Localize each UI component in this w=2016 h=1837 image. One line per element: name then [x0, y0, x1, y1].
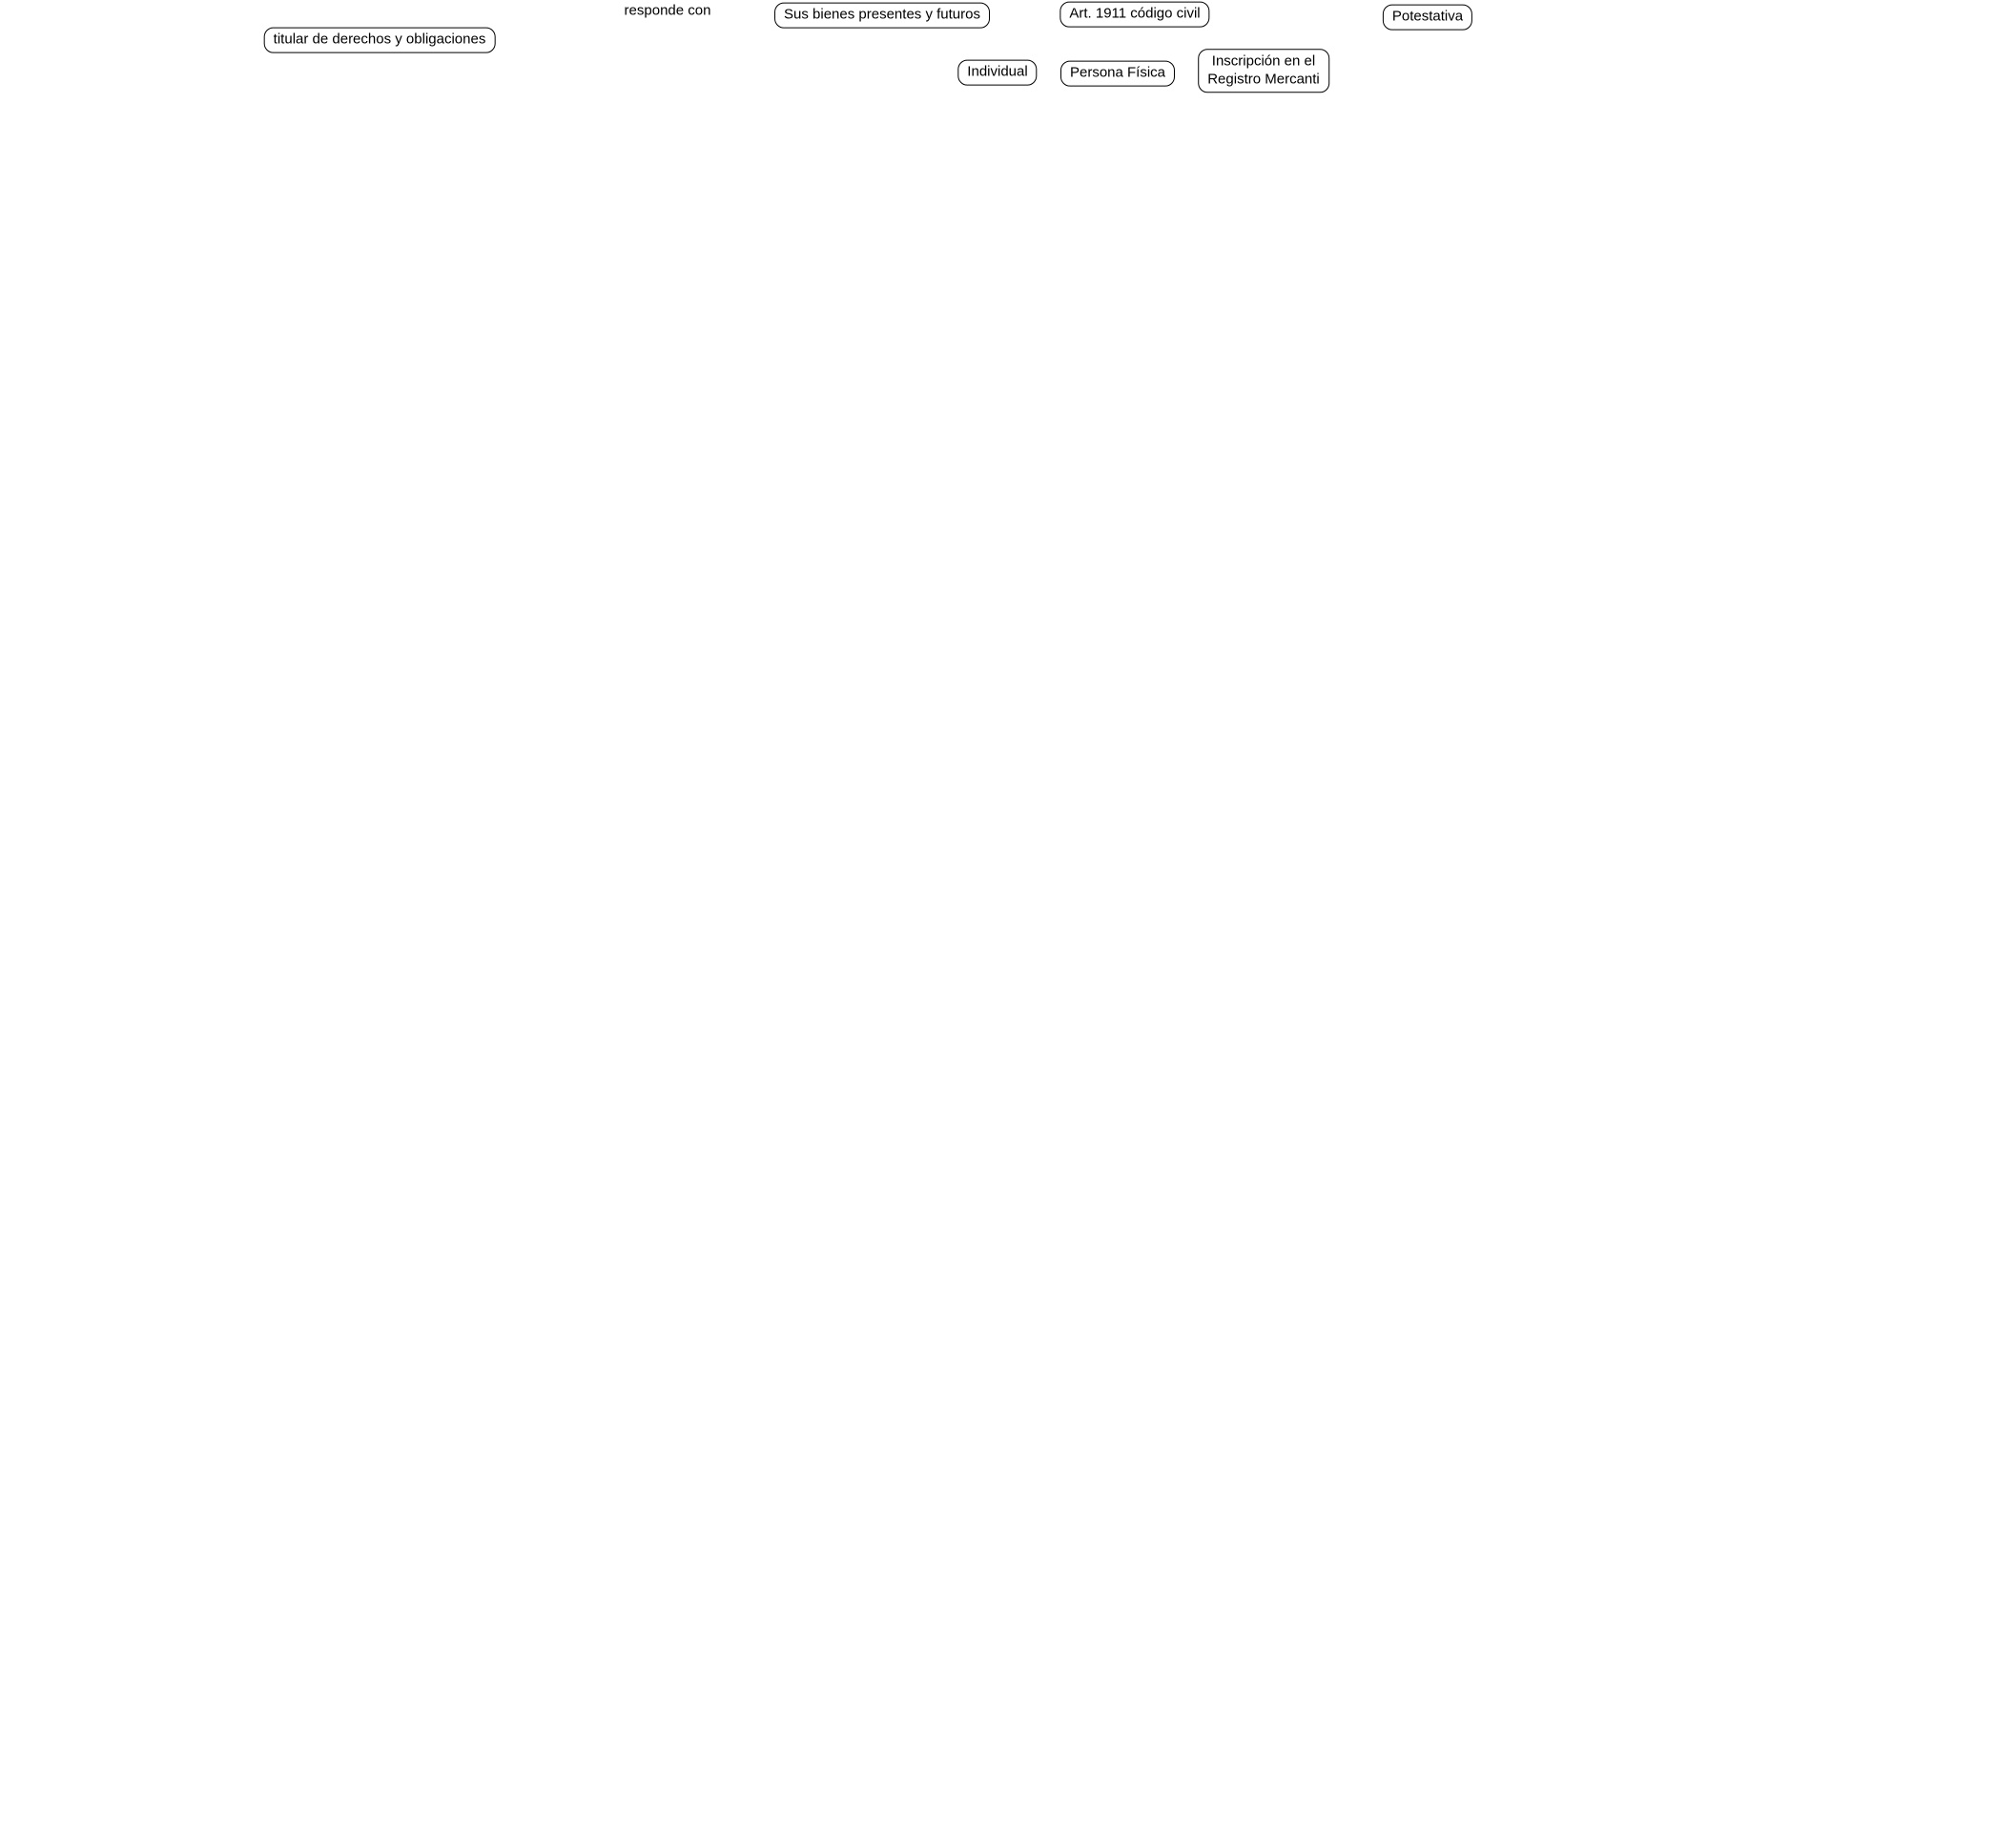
responde-con[interactable]: responde con [621, 2, 714, 21]
titular[interactable]: titular de derechos y obligaciones [263, 27, 496, 53]
art1911[interactable]: Art. 1911 código civil [1059, 1, 1210, 28]
persona-fisica[interactable]: Persona Física [1059, 60, 1176, 87]
potestativa[interactable]: Potestativa [1382, 4, 1473, 31]
bienes[interactable]: Sus bienes presentes y futuros [774, 2, 990, 29]
individual[interactable]: Individual [957, 59, 1038, 86]
inscripcion-rm1[interactable]: Inscripción en el Registro Mercanti [1198, 49, 1329, 93]
